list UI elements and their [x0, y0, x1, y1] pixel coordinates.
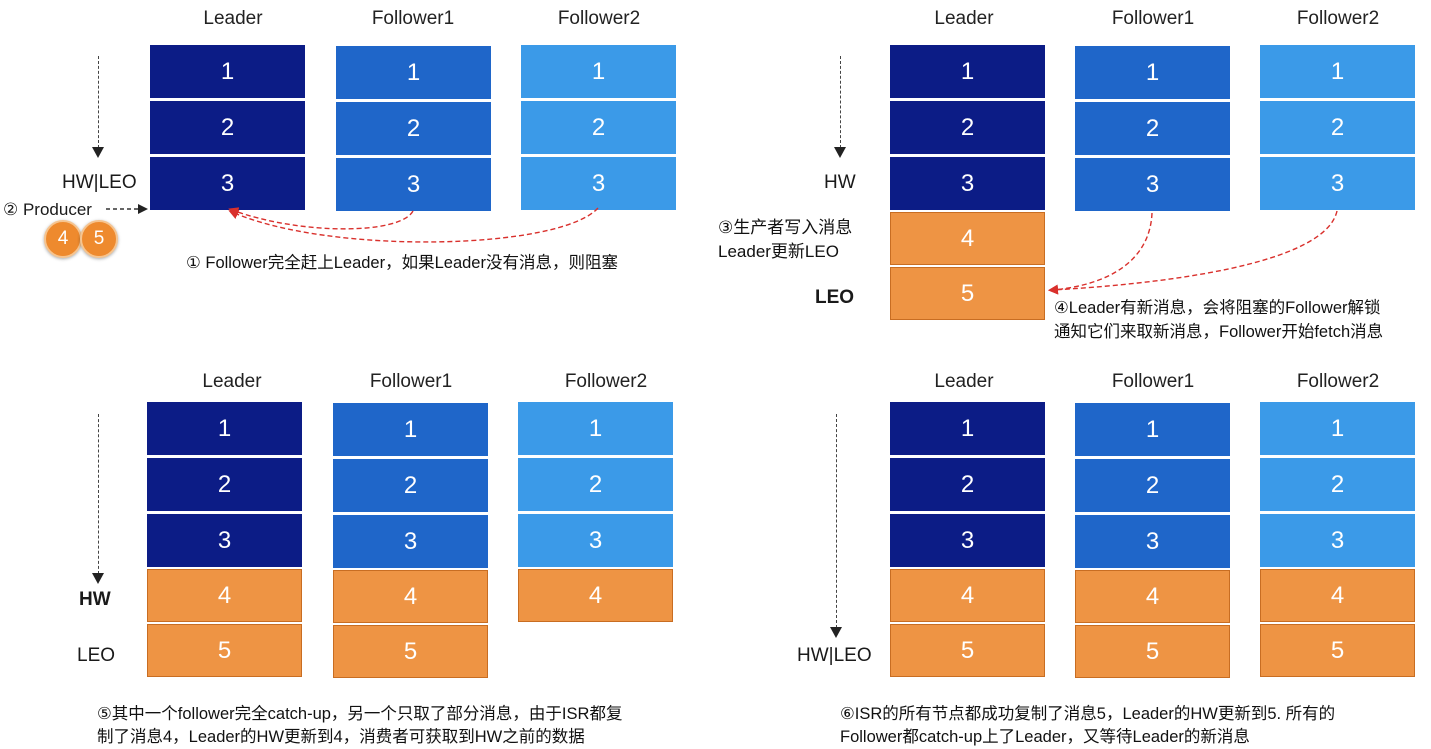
follower2-message-2: 2	[1260, 101, 1415, 154]
follower1-unblock-arrow	[1048, 212, 1153, 295]
column-header-follower1: Follower1	[369, 371, 453, 392]
leo-marker: LEO	[815, 287, 855, 308]
step-5-note-line-1: ⑤其中一个follower完全catch-up，另一个只取了部分消息，由于ISR…	[97, 705, 623, 723]
column-header-leader: Leader	[203, 8, 263, 29]
step-3-note-line-1: ③生产者写入消息	[718, 218, 853, 237]
leader-message-2: 2	[150, 101, 305, 154]
leo-marker: LEO	[77, 645, 116, 666]
follower1-message-4: 4	[333, 570, 488, 623]
leader-message-2: 2	[890, 101, 1045, 154]
step-3-note-line-2: Leader更新LEO	[718, 242, 839, 261]
hw-leo-marker: HW|LEO	[62, 172, 137, 193]
follower1-message-5: 5	[1075, 625, 1230, 678]
offset-down-arrow	[92, 414, 104, 584]
leader-message-2: 2	[890, 458, 1045, 511]
follower1-message-3: 3	[333, 515, 488, 568]
step-4-note-line-2: 通知它们来取新消息，Follower开始fetch消息	[1054, 323, 1384, 341]
leader-message-5: 5	[890, 267, 1045, 320]
follower1-message-3: 3	[1075, 158, 1230, 211]
column-header-leader: Leader	[934, 371, 994, 392]
follower1-message-2: 2	[336, 102, 491, 155]
leader-message-1: 1	[890, 402, 1045, 455]
follower1-message-5: 5	[333, 625, 488, 678]
column-header-follower2: Follower2	[1296, 8, 1380, 29]
step-4-note-line-1: ④Leader有新消息，会将阻塞的Follower解锁	[1054, 299, 1381, 317]
follower2-fetch-arrow	[228, 207, 599, 243]
follower2-message-1: 1	[1260, 402, 1415, 455]
leader-message-4: 4	[890, 212, 1045, 265]
follower2-message-3: 3	[518, 514, 673, 567]
step-6-note-line-2: Follower都catch-up上了Leader，又等待Leader的新消息	[840, 728, 1250, 746]
follower2-message-3: 3	[521, 157, 676, 210]
column-header-leader: Leader	[934, 8, 994, 29]
offset-down-arrow	[92, 56, 104, 158]
follower2-message-4: 4	[518, 569, 673, 622]
column-header-follower1: Follower1	[371, 8, 455, 29]
follower1-message-1: 1	[1075, 403, 1230, 456]
hw-marker: HW	[79, 589, 111, 610]
leader-message-3: 3	[150, 157, 305, 210]
leader-message-1: 1	[150, 45, 305, 98]
follower2-message-5: 5	[1260, 624, 1415, 677]
follower1-message-2: 2	[1075, 459, 1230, 512]
leader-message-4: 4	[147, 569, 302, 622]
step-5-note-line-2: 制了消息4，Leader的HW更新到4，消费者可获取到HW之前的数据	[97, 728, 585, 746]
hw-marker: HW	[824, 172, 856, 193]
follower2-message-2: 2	[521, 101, 676, 154]
column-header-follower2: Follower2	[557, 8, 641, 29]
follower2-message-2: 2	[518, 458, 673, 511]
leader-message-4: 4	[890, 569, 1045, 622]
step-1-note: ① Follower完全赶上Leader，如果Leader没有消息，则阻塞	[186, 254, 618, 272]
offset-down-arrow	[834, 56, 846, 158]
follower2-unblock-arrow	[1048, 210, 1338, 295]
hw-leo-marker-text: HW|LEO	[797, 645, 872, 666]
column-header-leader: Leader	[202, 371, 262, 392]
leader-message-1: 1	[147, 402, 302, 455]
column-header-follower2: Follower2	[1296, 371, 1380, 392]
follower2-message-1: 1	[1260, 45, 1415, 98]
follower2-message-1: 1	[518, 402, 673, 455]
follower1-message-1: 1	[1075, 46, 1230, 99]
leader-message-3: 3	[890, 157, 1045, 210]
producer-label: ② Producer	[3, 200, 92, 219]
hw-leo-marker: HW|LEO	[797, 645, 872, 667]
leader-message-5: 5	[890, 624, 1045, 677]
follower1-fetch-arrow	[228, 207, 414, 230]
follower2-message-1: 1	[521, 45, 676, 98]
pending-message-badge-4: 4	[44, 220, 82, 258]
step-6-note-line-1: ⑥ISR的所有节点都成功复制了消息5，Leader的HW更新到5. 所有的	[840, 705, 1336, 723]
follower2-message-3: 3	[1260, 157, 1415, 210]
offset-down-arrow	[830, 414, 842, 638]
follower1-message-1: 1	[336, 46, 491, 99]
follower1-message-3: 3	[1075, 515, 1230, 568]
follower1-message-1: 1	[333, 403, 488, 456]
follower2-message-4: 4	[1260, 569, 1415, 622]
follower2-message-3: 3	[1260, 514, 1415, 567]
follower1-message-2: 2	[333, 459, 488, 512]
follower1-message-3: 3	[336, 158, 491, 211]
pending-message-badge-5: 5	[80, 220, 118, 258]
leader-message-3: 3	[890, 514, 1045, 567]
column-header-follower1: Follower1	[1111, 8, 1195, 29]
leader-message-5: 5	[147, 624, 302, 677]
leader-message-3: 3	[147, 514, 302, 567]
leader-message-2: 2	[147, 458, 302, 511]
follower2-message-2: 2	[1260, 458, 1415, 511]
column-header-follower2: Follower2	[564, 371, 648, 392]
follower1-message-4: 4	[1075, 570, 1230, 623]
column-header-follower1: Follower1	[1111, 371, 1195, 392]
follower1-message-2: 2	[1075, 102, 1230, 155]
leader-message-1: 1	[890, 45, 1045, 98]
